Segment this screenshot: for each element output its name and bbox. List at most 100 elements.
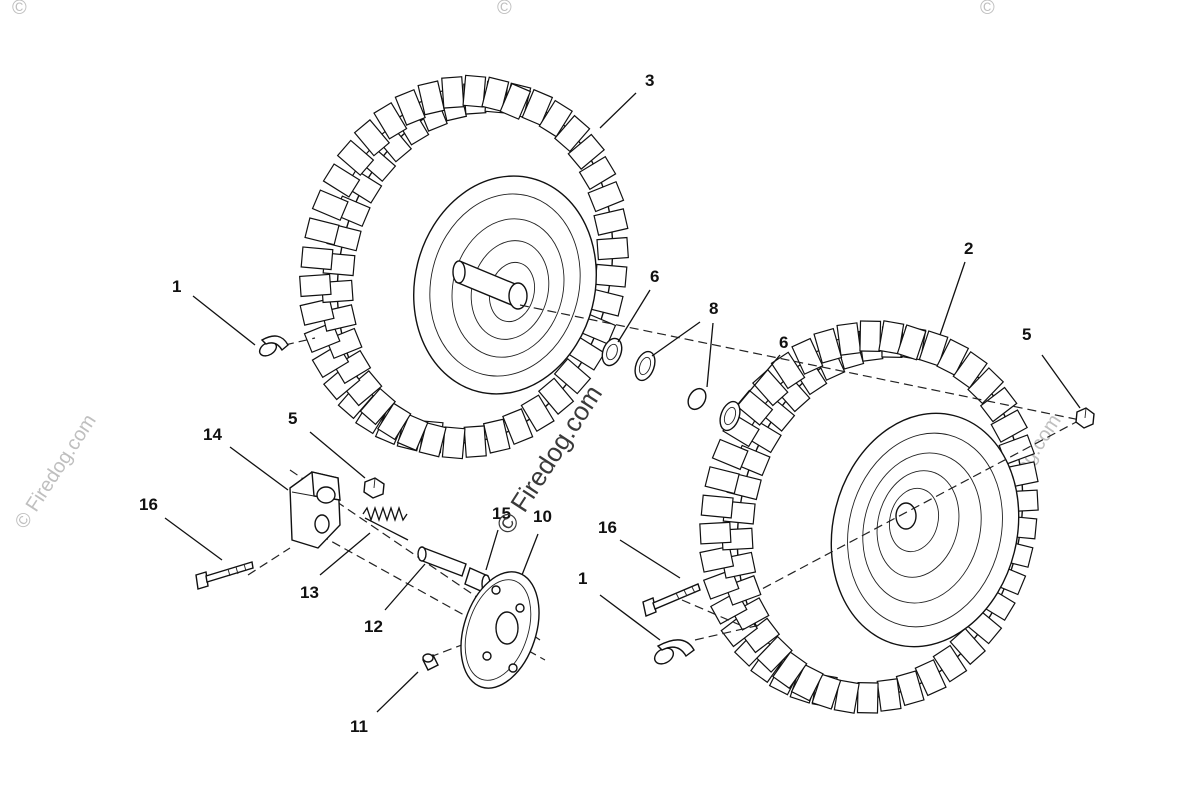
callout-5: 5 bbox=[288, 409, 297, 428]
tread-lug bbox=[732, 597, 770, 631]
tread-lug bbox=[979, 386, 1018, 423]
lynch-pin-1-upper bbox=[258, 335, 289, 357]
tread-lug bbox=[594, 263, 628, 288]
callout-6: 6 bbox=[650, 267, 659, 286]
tread-lug bbox=[441, 426, 466, 460]
tread-lug bbox=[895, 670, 925, 707]
retaining-ring-8 bbox=[634, 350, 656, 382]
tread-lug bbox=[990, 409, 1028, 443]
tread-lug bbox=[299, 273, 332, 298]
tread-lug bbox=[949, 627, 987, 666]
callout-15: 15 bbox=[492, 504, 511, 523]
tread-lug bbox=[578, 155, 617, 191]
tread-lug bbox=[336, 139, 375, 177]
tread-lug bbox=[553, 114, 591, 153]
tread-lug bbox=[300, 246, 334, 271]
tread-lug bbox=[914, 659, 947, 697]
corner-watermark: © bbox=[12, 0, 27, 19]
callout-12: 12 bbox=[364, 617, 383, 636]
tread-lug bbox=[833, 679, 860, 714]
tread-lug bbox=[463, 425, 487, 458]
tread-lug bbox=[373, 102, 408, 140]
tread-lug bbox=[700, 494, 734, 519]
tread-lug bbox=[538, 99, 573, 138]
snap-ring bbox=[687, 387, 707, 411]
callouts: 3 2 1 6 8 6 5 14 5 16 15 10 16 13 12 1 1… bbox=[139, 71, 1031, 736]
tread-lug bbox=[499, 82, 532, 120]
tread-lug bbox=[836, 322, 862, 356]
tread-lug bbox=[325, 327, 363, 360]
tread-lug bbox=[375, 125, 413, 163]
tread-lug bbox=[856, 682, 879, 714]
tread-lug bbox=[952, 350, 988, 389]
corner-watermark: © bbox=[980, 0, 995, 19]
tread-lug bbox=[967, 367, 1005, 405]
bolt-16-right bbox=[642, 583, 701, 617]
tread-lug bbox=[462, 74, 487, 108]
tread-lug bbox=[936, 338, 970, 376]
tread-lug bbox=[417, 80, 446, 116]
callout-13: 13 bbox=[300, 583, 319, 602]
tread-lug bbox=[596, 236, 629, 261]
corner-watermark: © bbox=[497, 0, 512, 19]
bracket-14 bbox=[289, 471, 341, 549]
lynch-pin-1-lower bbox=[653, 639, 695, 665]
tread-lug bbox=[333, 349, 372, 385]
rim-ring bbox=[862, 452, 982, 604]
callout-10: 10 bbox=[533, 507, 552, 526]
tread-lug bbox=[537, 377, 575, 415]
hub-bore bbox=[895, 502, 917, 530]
rim-ring bbox=[889, 487, 939, 553]
tread-lug bbox=[553, 357, 592, 395]
tread-lug bbox=[699, 545, 735, 573]
tread-lug bbox=[322, 163, 361, 198]
washer-6-upper bbox=[601, 337, 623, 367]
tread-lug bbox=[751, 368, 789, 407]
callout-6: 6 bbox=[779, 333, 788, 352]
leader-lines bbox=[164, 92, 1081, 713]
tread-lug bbox=[772, 651, 808, 690]
tread-lug bbox=[394, 88, 426, 126]
tread-lug bbox=[878, 320, 905, 355]
callout-2: 2 bbox=[964, 239, 973, 258]
rim-ring bbox=[847, 432, 1003, 628]
wheel-assembly-2 bbox=[699, 320, 1039, 714]
hex-nut-5-right bbox=[1075, 407, 1095, 429]
tread-lug bbox=[811, 673, 842, 710]
tread-lug bbox=[859, 320, 882, 352]
callout-16: 16 bbox=[139, 495, 158, 514]
tread-lug bbox=[377, 402, 412, 441]
spacer-11 bbox=[422, 653, 439, 671]
tread-lug bbox=[521, 88, 554, 126]
rim-ring bbox=[429, 193, 581, 377]
tread-lug bbox=[304, 217, 340, 246]
tread-lug bbox=[704, 466, 740, 495]
side-watermark-left: © Firedog.com bbox=[11, 410, 101, 532]
tread-lug bbox=[790, 664, 824, 702]
tread-lug bbox=[699, 521, 732, 545]
hub-flange-10 bbox=[460, 571, 540, 689]
callout-11: 11 bbox=[350, 717, 368, 736]
tread-lug bbox=[502, 408, 534, 446]
bolt-16-left bbox=[195, 561, 254, 590]
tread-lug bbox=[353, 119, 391, 157]
corner-watermarks: © © © bbox=[12, 0, 995, 19]
callout-3: 3 bbox=[645, 71, 654, 90]
wheel-rim-2 bbox=[830, 412, 1020, 648]
tread-lug bbox=[587, 180, 625, 213]
spring-13 bbox=[362, 505, 409, 541]
tread-lug bbox=[813, 327, 843, 364]
tread-lug bbox=[567, 133, 606, 170]
tread-lug bbox=[593, 208, 629, 236]
wheel-assembly-3 bbox=[299, 74, 629, 460]
tread-lug bbox=[482, 418, 511, 454]
washer-6-lower bbox=[719, 400, 741, 432]
axle-tube-end bbox=[508, 282, 528, 310]
axle-tube-end bbox=[452, 260, 466, 284]
tread-lug bbox=[711, 438, 749, 471]
tread-lug bbox=[770, 351, 806, 390]
tread-lug bbox=[396, 414, 429, 452]
callout-14: 14 bbox=[203, 425, 222, 444]
callout-8: 8 bbox=[709, 299, 718, 318]
